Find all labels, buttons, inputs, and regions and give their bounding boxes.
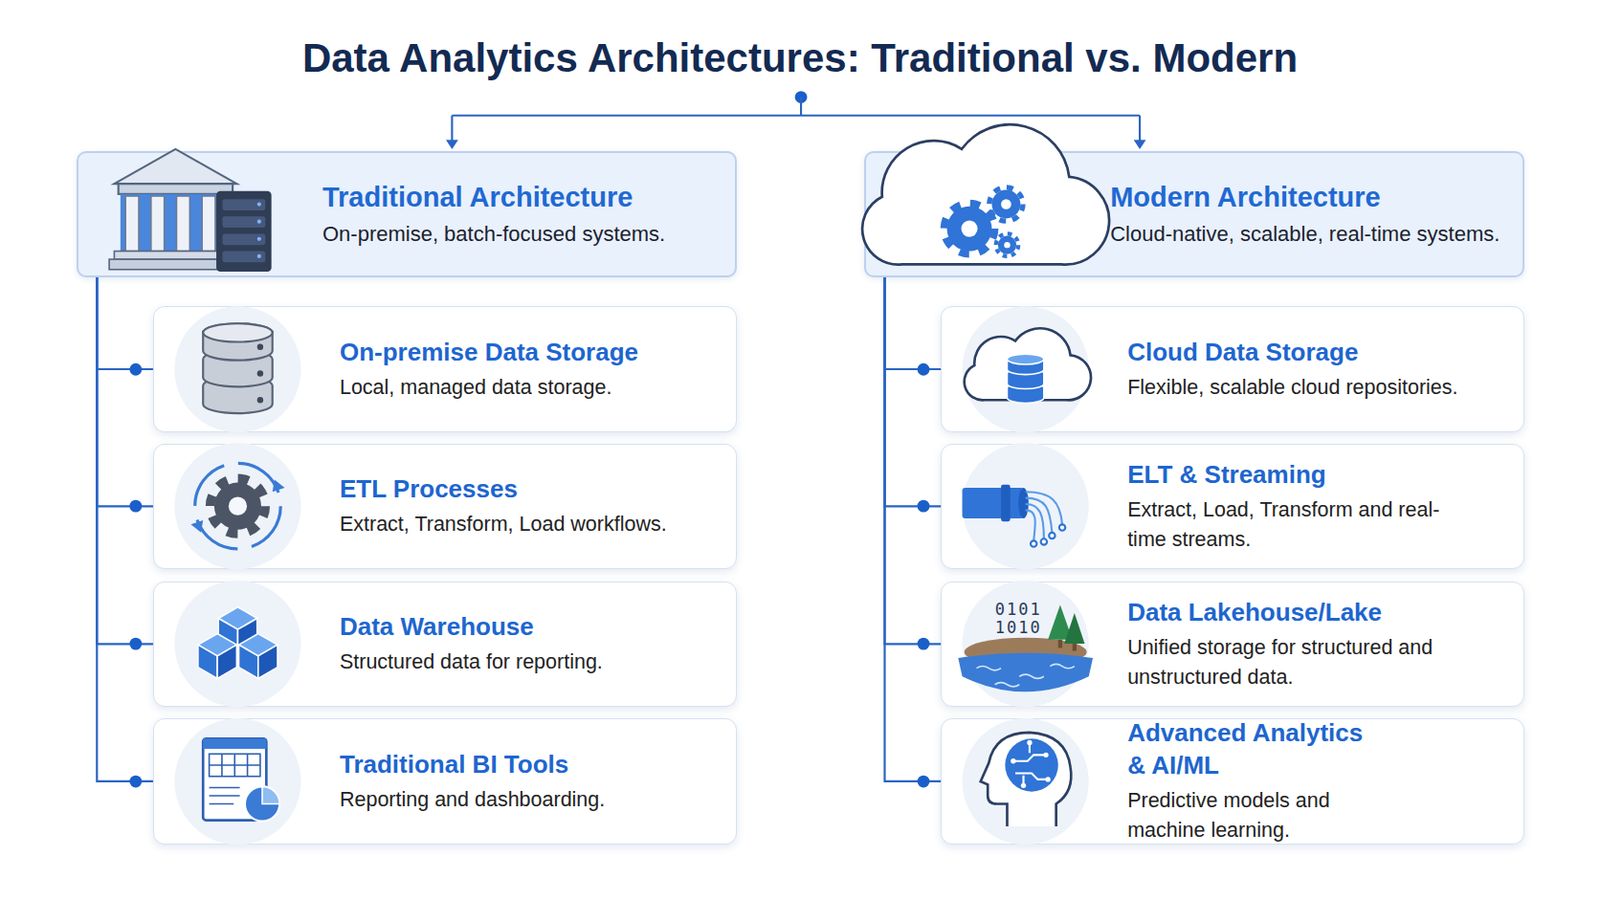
box-description: Extract, Load, Transform and real-time s… <box>1127 495 1445 556</box>
title-fork <box>445 90 1147 150</box>
tree-connector <box>884 277 941 507</box>
branch-dot <box>917 500 931 513</box>
box-heading: Data Lakehouse/Lake <box>1127 596 1445 629</box>
component-box: Cloud Data StorageFlexible, scalable clo… <box>940 306 1525 433</box>
component-box: Data WarehouseStructured data for report… <box>153 581 737 708</box>
box-heading: Data Warehouse <box>339 610 723 644</box>
architecture-header: Traditional ArchitectureOn-premise, batc… <box>76 151 737 278</box>
binary-digits: 0101 <box>975 600 1062 620</box>
branch-dot <box>129 363 142 377</box>
text-column: Advanced Analytics & AI/MLPredictive mod… <box>1127 716 1378 846</box>
branch-dot <box>917 363 931 377</box>
branch-dot <box>917 776 931 789</box>
text-column: Data WarehouseStructured data for report… <box>339 610 723 678</box>
component-box: ELT & StreamingExtract, Load, Transform … <box>940 444 1525 570</box>
box-description: Cloud-native, scalable, real-time system… <box>1110 220 1523 249</box>
branch-dot <box>129 500 142 513</box>
text-column: Data Lakehouse/LakeUnified storage for s… <box>1127 596 1445 693</box>
box-heading: Advanced Analytics & AI/ML <box>1127 716 1378 782</box>
box-description: Unified storage for structured and unstr… <box>1127 633 1445 693</box>
box-description: Structured data for reporting. <box>339 647 723 678</box>
text-column: Traditional BI ToolsReporting and dashbo… <box>339 748 723 816</box>
fork-dot <box>795 90 808 104</box>
text-column: Cloud Data StorageFlexible, scalable clo… <box>1127 335 1511 403</box>
box-heading: On-premise Data Storage <box>339 335 723 369</box>
box-heading: Traditional BI Tools <box>339 748 723 781</box>
branch-dot <box>917 638 931 651</box>
branch-dot <box>129 776 142 789</box>
tree-connector <box>96 277 154 782</box>
box-description: Reporting and dashboarding. <box>339 785 723 816</box>
text-column: ELT & StreamingExtract, Load, Transform … <box>1127 458 1445 556</box>
architecture-header: Modern ArchitectureCloud-native, scalabl… <box>864 151 1525 278</box>
box-heading: Cloud Data Storage <box>1127 335 1511 369</box>
box-description: On-premise, batch-focused systems. <box>322 220 735 249</box>
box-heading: ETL Processes <box>339 472 723 506</box>
component-box: Advanced Analytics & AI/MLPredictive mod… <box>940 718 1525 845</box>
fork-line <box>451 97 1140 143</box>
tree-connector <box>884 277 941 782</box>
diagram-title: Data Analytics Architectures: Traditiona… <box>0 31 1600 86</box>
tree-connector <box>96 277 154 507</box>
box-description: Predictive models and machine learning. <box>1127 786 1378 846</box>
fork-arrowhead <box>445 139 459 150</box>
component-box: On-premise Data StorageLocal, managed da… <box>153 306 737 433</box>
box-heading: ELT & Streaming <box>1127 458 1445 491</box>
box-heading: Modern Architecture <box>1110 179 1523 215</box>
text-column: Traditional ArchitectureOn-premise, batc… <box>322 179 735 249</box>
branch-dot <box>129 638 142 651</box>
box-heading: Traditional Architecture <box>322 179 735 215</box>
tree-connector <box>884 277 941 370</box>
text-column: ETL ProcessesExtract, Transform, Load wo… <box>339 472 723 540</box>
tree-connector <box>884 277 941 645</box>
component-box: ETL ProcessesExtract, Transform, Load wo… <box>153 444 737 570</box>
tree-connector <box>96 277 154 370</box>
text-column: Modern ArchitectureCloud-native, scalabl… <box>1110 179 1523 249</box>
box-description: Extract, Transform, Load workflows. <box>339 510 723 540</box>
component-box: Traditional BI ToolsReporting and dashbo… <box>153 718 737 845</box>
text-column: On-premise Data StorageLocal, managed da… <box>339 335 723 403</box>
tree-connector <box>96 277 154 645</box>
fork-arrowhead <box>1133 139 1147 150</box>
box-description: Flexible, scalable cloud repositories. <box>1127 373 1511 403</box>
box-description: Local, managed data storage. <box>339 373 723 403</box>
binary-digits: 1010 <box>975 618 1062 638</box>
